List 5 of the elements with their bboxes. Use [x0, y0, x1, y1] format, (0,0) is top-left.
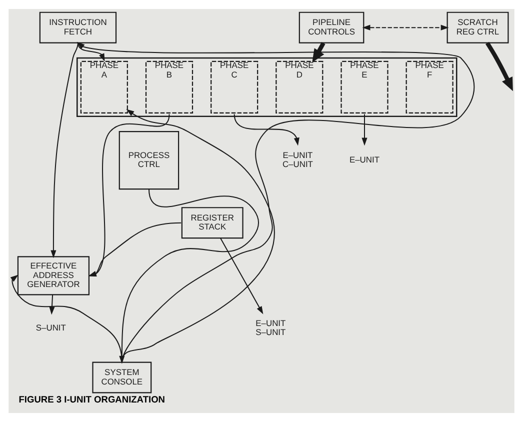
node-text: E–UNIT C–UNIT	[282, 150, 313, 170]
node-text: S–UNIT	[36, 322, 66, 333]
node-text: E–UNIT	[349, 154, 380, 164]
caption: FIGURE 3 I-UNIT ORGANIZATION	[18, 394, 166, 405]
node-text: E–UNIT S–UNIT	[256, 318, 286, 338]
